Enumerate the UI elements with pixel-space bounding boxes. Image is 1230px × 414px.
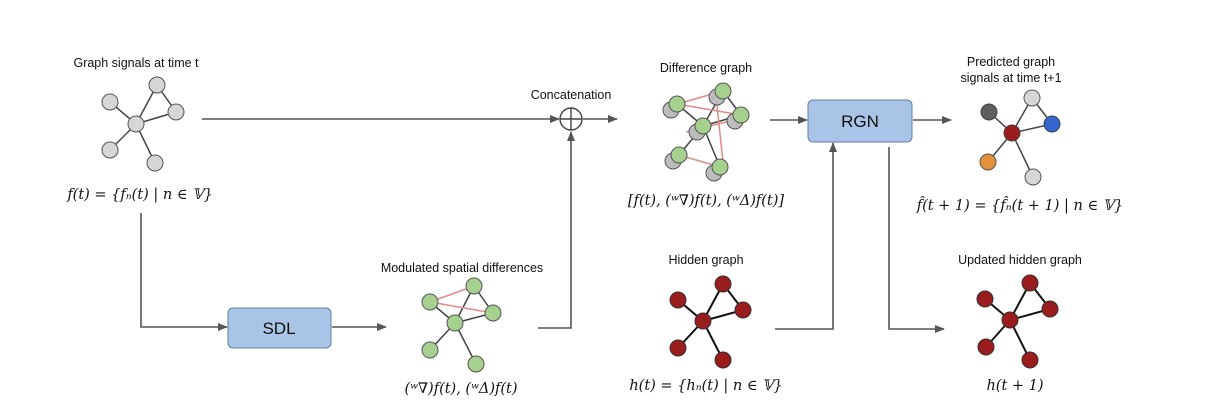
difference-formula: [f(t), (ʷ∇)f(t), (ʷΔ)f(t)] xyxy=(628,193,784,209)
concatenation-label: Concatenation xyxy=(531,88,612,102)
graph-signals-label: Graph signals at time t xyxy=(73,56,199,70)
arrow-signals-to-sdl xyxy=(140,213,228,331)
sdl-label: SDL xyxy=(262,319,295,338)
updated-hidden-label: Updated hidden graph xyxy=(958,253,1082,267)
sdl-box: SDL xyxy=(227,307,332,349)
modulated-graph xyxy=(421,277,502,373)
arrow-modulated-to-concat xyxy=(538,131,575,329)
updated-hidden-graph xyxy=(976,274,1059,369)
rgn-box: RGN xyxy=(807,99,913,143)
rgn-label: RGN xyxy=(841,112,879,131)
hidden-graph xyxy=(669,275,752,369)
updated-formula: h(t + 1) xyxy=(986,378,1043,394)
concat-plus-icon xyxy=(559,107,583,131)
hidden-formula: h(t) = {hₙ(t) | n ∈ 𝕍} xyxy=(629,378,782,394)
modulated-formula: (ʷ∇)f(t), (ʷΔ)f(t) xyxy=(404,381,517,397)
arrow-hidden-to-rgn xyxy=(775,142,837,330)
predicted-formula: f̂(t + 1) = {f̂ₙ(t + 1) | n ∈ 𝕍} xyxy=(916,196,1124,214)
difference-graph xyxy=(662,82,750,182)
arrow-rgn-to-updated xyxy=(888,147,945,333)
difference-graph-label: Difference graph xyxy=(660,61,752,75)
predicted-label-line2: signals at time t+1 xyxy=(960,71,1061,85)
predicted-label-line1: Predicted graph xyxy=(967,55,1055,69)
ft-formula: f(t) = {fₙ(t) | n ∈ 𝕍} xyxy=(66,187,212,203)
predicted-graph xyxy=(979,89,1061,186)
hidden-graph-label: Hidden graph xyxy=(668,253,743,267)
modulated-label: Modulated spatial differences xyxy=(381,261,543,275)
signals-graph xyxy=(101,76,185,172)
